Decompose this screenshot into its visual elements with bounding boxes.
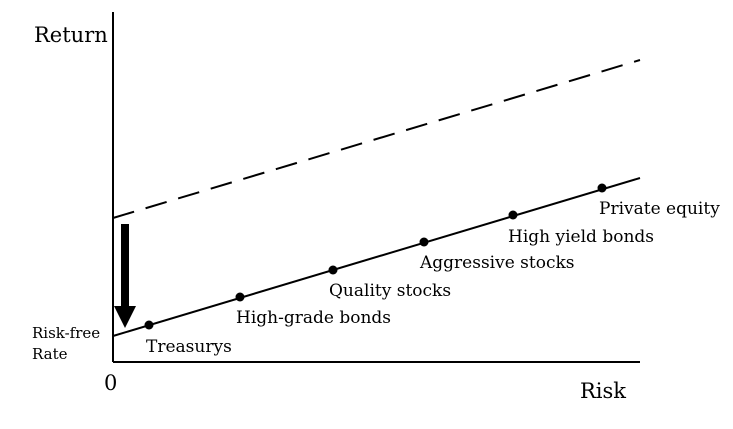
point-label-private-equity: Private equity: [599, 199, 720, 219]
origin-label: 0: [104, 371, 117, 395]
x-axis-label: Risk: [580, 379, 626, 403]
point-label-aggressive-stocks: Aggressive stocks: [419, 253, 575, 273]
point-label-high-yield-bonds: High yield bonds: [508, 227, 654, 247]
point-aggressive-stocks: Aggressive stocks: [419, 237, 575, 273]
point-label-high-grade-bonds: High-grade bonds: [236, 308, 391, 328]
risk-return-line: [112, 177, 641, 337]
risk-free-label-line1: Risk-free: [32, 324, 100, 342]
down-arrow-icon: [114, 224, 136, 328]
point-high-yield-bonds: High yield bonds: [508, 210, 654, 247]
point-label-treasurys: Treasurys: [146, 337, 232, 357]
point-private-equity: Private equity: [597, 183, 720, 219]
point-high-grade-bonds: High-grade bonds: [235, 292, 391, 328]
dashed-risk-return-line: [112, 59, 641, 219]
point-quality-stocks: Quality stocks: [328, 265, 451, 301]
risk-free-label-line2: Rate: [32, 345, 68, 363]
point-treasurys: Treasurys: [144, 320, 232, 357]
y-axis-label: Return: [34, 23, 108, 47]
point-label-quality-stocks: Quality stocks: [329, 281, 451, 301]
